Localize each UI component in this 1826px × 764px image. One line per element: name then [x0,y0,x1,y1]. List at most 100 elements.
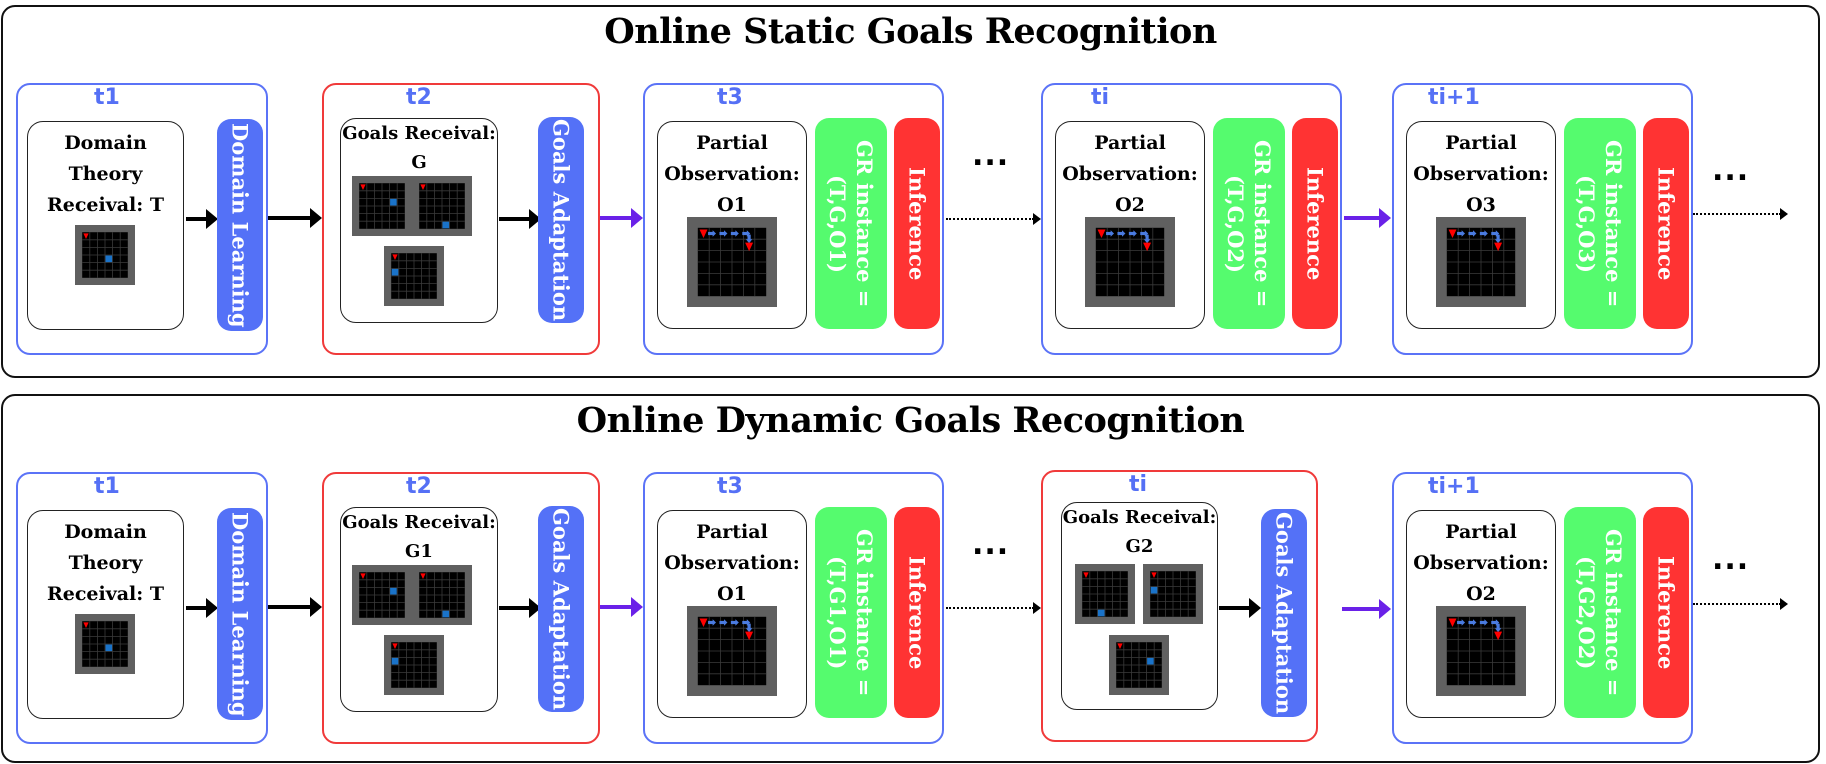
partial-observation-text: Partial Observation: O1 [664,132,800,216]
path-arrow-head-icon [1484,230,1488,237]
dynamic-stage-ti: ti Goals Receival: G2 Goals Adaptation [1041,470,1318,742]
goal-icon [442,221,450,229]
agent-icon [392,643,398,650]
path-arrow-head-icon [712,619,717,626]
goals-receival-text: Goals Receival: G1 [342,512,496,562]
domain-grid [75,225,135,285]
goal-icon [105,255,113,263]
gr-instance-label: GR instance = (T,G2,O2) [1574,528,1626,697]
goal-grid-3 [384,635,444,695]
goal-icon [391,268,399,276]
goal-grid-1 [352,565,412,625]
agent-icon [360,573,366,580]
static-stage-ti1: ti+1 Partial Observation: O3 GR instance… [1392,83,1693,355]
path-arrow-head-icon [1461,230,1466,237]
static-stage-t1: t1 Domain Theory Receival: T Domain Lear… [16,83,268,355]
time-label: t3 [717,474,743,499]
dynamic-stage-t3: t3 Partial Observation: O1 GR instance =… [643,472,944,744]
path-arrow-head-icon [1473,619,1477,626]
path-arrow-head-icon [1461,619,1466,626]
agent-icon [1097,229,1106,239]
time-label: t1 [94,85,120,110]
domain-learning-bar: Domain Learning [217,508,263,720]
agent-icon [83,622,89,629]
gr-instance-bar: GR instance = (T,G,O3) [1564,118,1636,329]
goals-adaptation-bar: Goals Adaptation [538,117,584,323]
path-arrow-head-icon [745,628,753,633]
observation-grid [687,217,777,307]
goal-grid-2 [1143,564,1203,624]
dynamic-stage-t1: t1 Domain Theory Receival: T Domain Lear… [16,472,268,744]
gr-instance-label: GR instance = (T,G1,O1) [825,528,877,697]
dynamic-stage-t2: t2 Goals Receival: G1 Goals Adaptation [322,472,600,744]
inference-bar: Inference [1643,118,1689,329]
goals-adaptation-label: Goals Adaptation [1271,511,1297,715]
agent-icon [1151,572,1157,579]
agent-current-icon [1494,242,1503,252]
goals-receival-text: Goals Receival: G [342,123,496,173]
agent-icon [360,184,366,191]
path-arrow-head-icon [724,230,728,237]
inference-label: Inference [1302,166,1328,281]
observation-grid [1436,217,1526,307]
partial-observation-text: Partial Observation: O1 [664,521,800,605]
gr-instance-bar: GR instance = (T,G2,O2) [1564,507,1636,718]
agent-icon [699,618,708,628]
domain-theory-text: Domain Theory Receival: T [46,132,165,216]
goal-icon [390,587,397,595]
gr-instance-bar: GR instance = (T,G,O1) [815,118,887,329]
inference-bar: Inference [1292,118,1338,329]
domain-learning-bar: Domain Learning [217,119,263,331]
path-arrow-head-icon [735,230,739,237]
path-arrow-head-icon [1143,239,1151,244]
dynamic-stage-ti1: ti+1 Partial Observation: O2 GR instance… [1392,472,1693,744]
inference-label: Inference [904,555,930,670]
time-label: ti+1 [1428,85,1480,110]
ellipsis: ... [1712,153,1750,188]
ellipsis: ... [1712,542,1750,577]
partial-observation-text: Partial Observation: O2 [1413,521,1549,605]
inference-bar: Inference [894,507,940,718]
partial-observation-text: Partial Observation: O3 [1413,132,1549,216]
agent-current-icon [1143,242,1152,252]
ellipsis: ... [972,527,1010,562]
domain-theory-text: Domain Theory Receival: T [46,521,165,605]
inference-bar: Inference [1643,507,1689,718]
agent-current-icon [1494,631,1503,641]
goal-icon [442,610,450,618]
path-arrow-head-icon [1494,239,1502,244]
goals-receival-text: Goals Receival: G2 [1062,507,1217,557]
goal-icon [105,644,113,652]
time-label: t1 [94,474,120,499]
inference-label: Inference [1653,555,1679,670]
agent-current-icon [745,242,754,252]
goal-grid-3 [1109,635,1169,695]
agent-icon [83,233,89,240]
static-stage-ti: ti Partial Observation: O2 GR instance =… [1041,83,1342,355]
goal-icon [390,198,397,206]
goals-adaptation-label: Goals Adaptation [548,118,574,322]
goal-grid-3 [384,246,444,306]
path-arrow-head-icon [1133,230,1137,237]
goal-grid-2 [412,176,472,236]
path-arrow-head-icon [1484,619,1488,626]
gr-instance-label: GR instance = (T,G,O1) [825,139,877,308]
static-stage-t3: t3 Partial Observation: O1 GR instance =… [643,83,944,355]
static-panel-title: Online Static Goals Recognition [604,11,1217,52]
domain-learning-label: Domain Learning [227,511,253,717]
goals-adaptation-bar: Goals Adaptation [538,506,584,712]
dynamic-panel-title: Online Dynamic Goals Recognition [576,400,1245,441]
agent-icon [1083,572,1089,579]
goal-icon [1097,609,1105,617]
observation-grid [1085,217,1175,307]
time-label: ti+1 [1428,474,1480,499]
goal-icon [1147,657,1154,665]
observation-grid [687,606,777,696]
time-label: t3 [717,85,743,110]
time-label: ti [1091,85,1110,110]
agent-icon [420,184,426,191]
domain-grid [75,614,135,674]
agent-icon [420,573,426,580]
agent-icon [699,229,708,239]
agent-current-icon [745,631,754,641]
